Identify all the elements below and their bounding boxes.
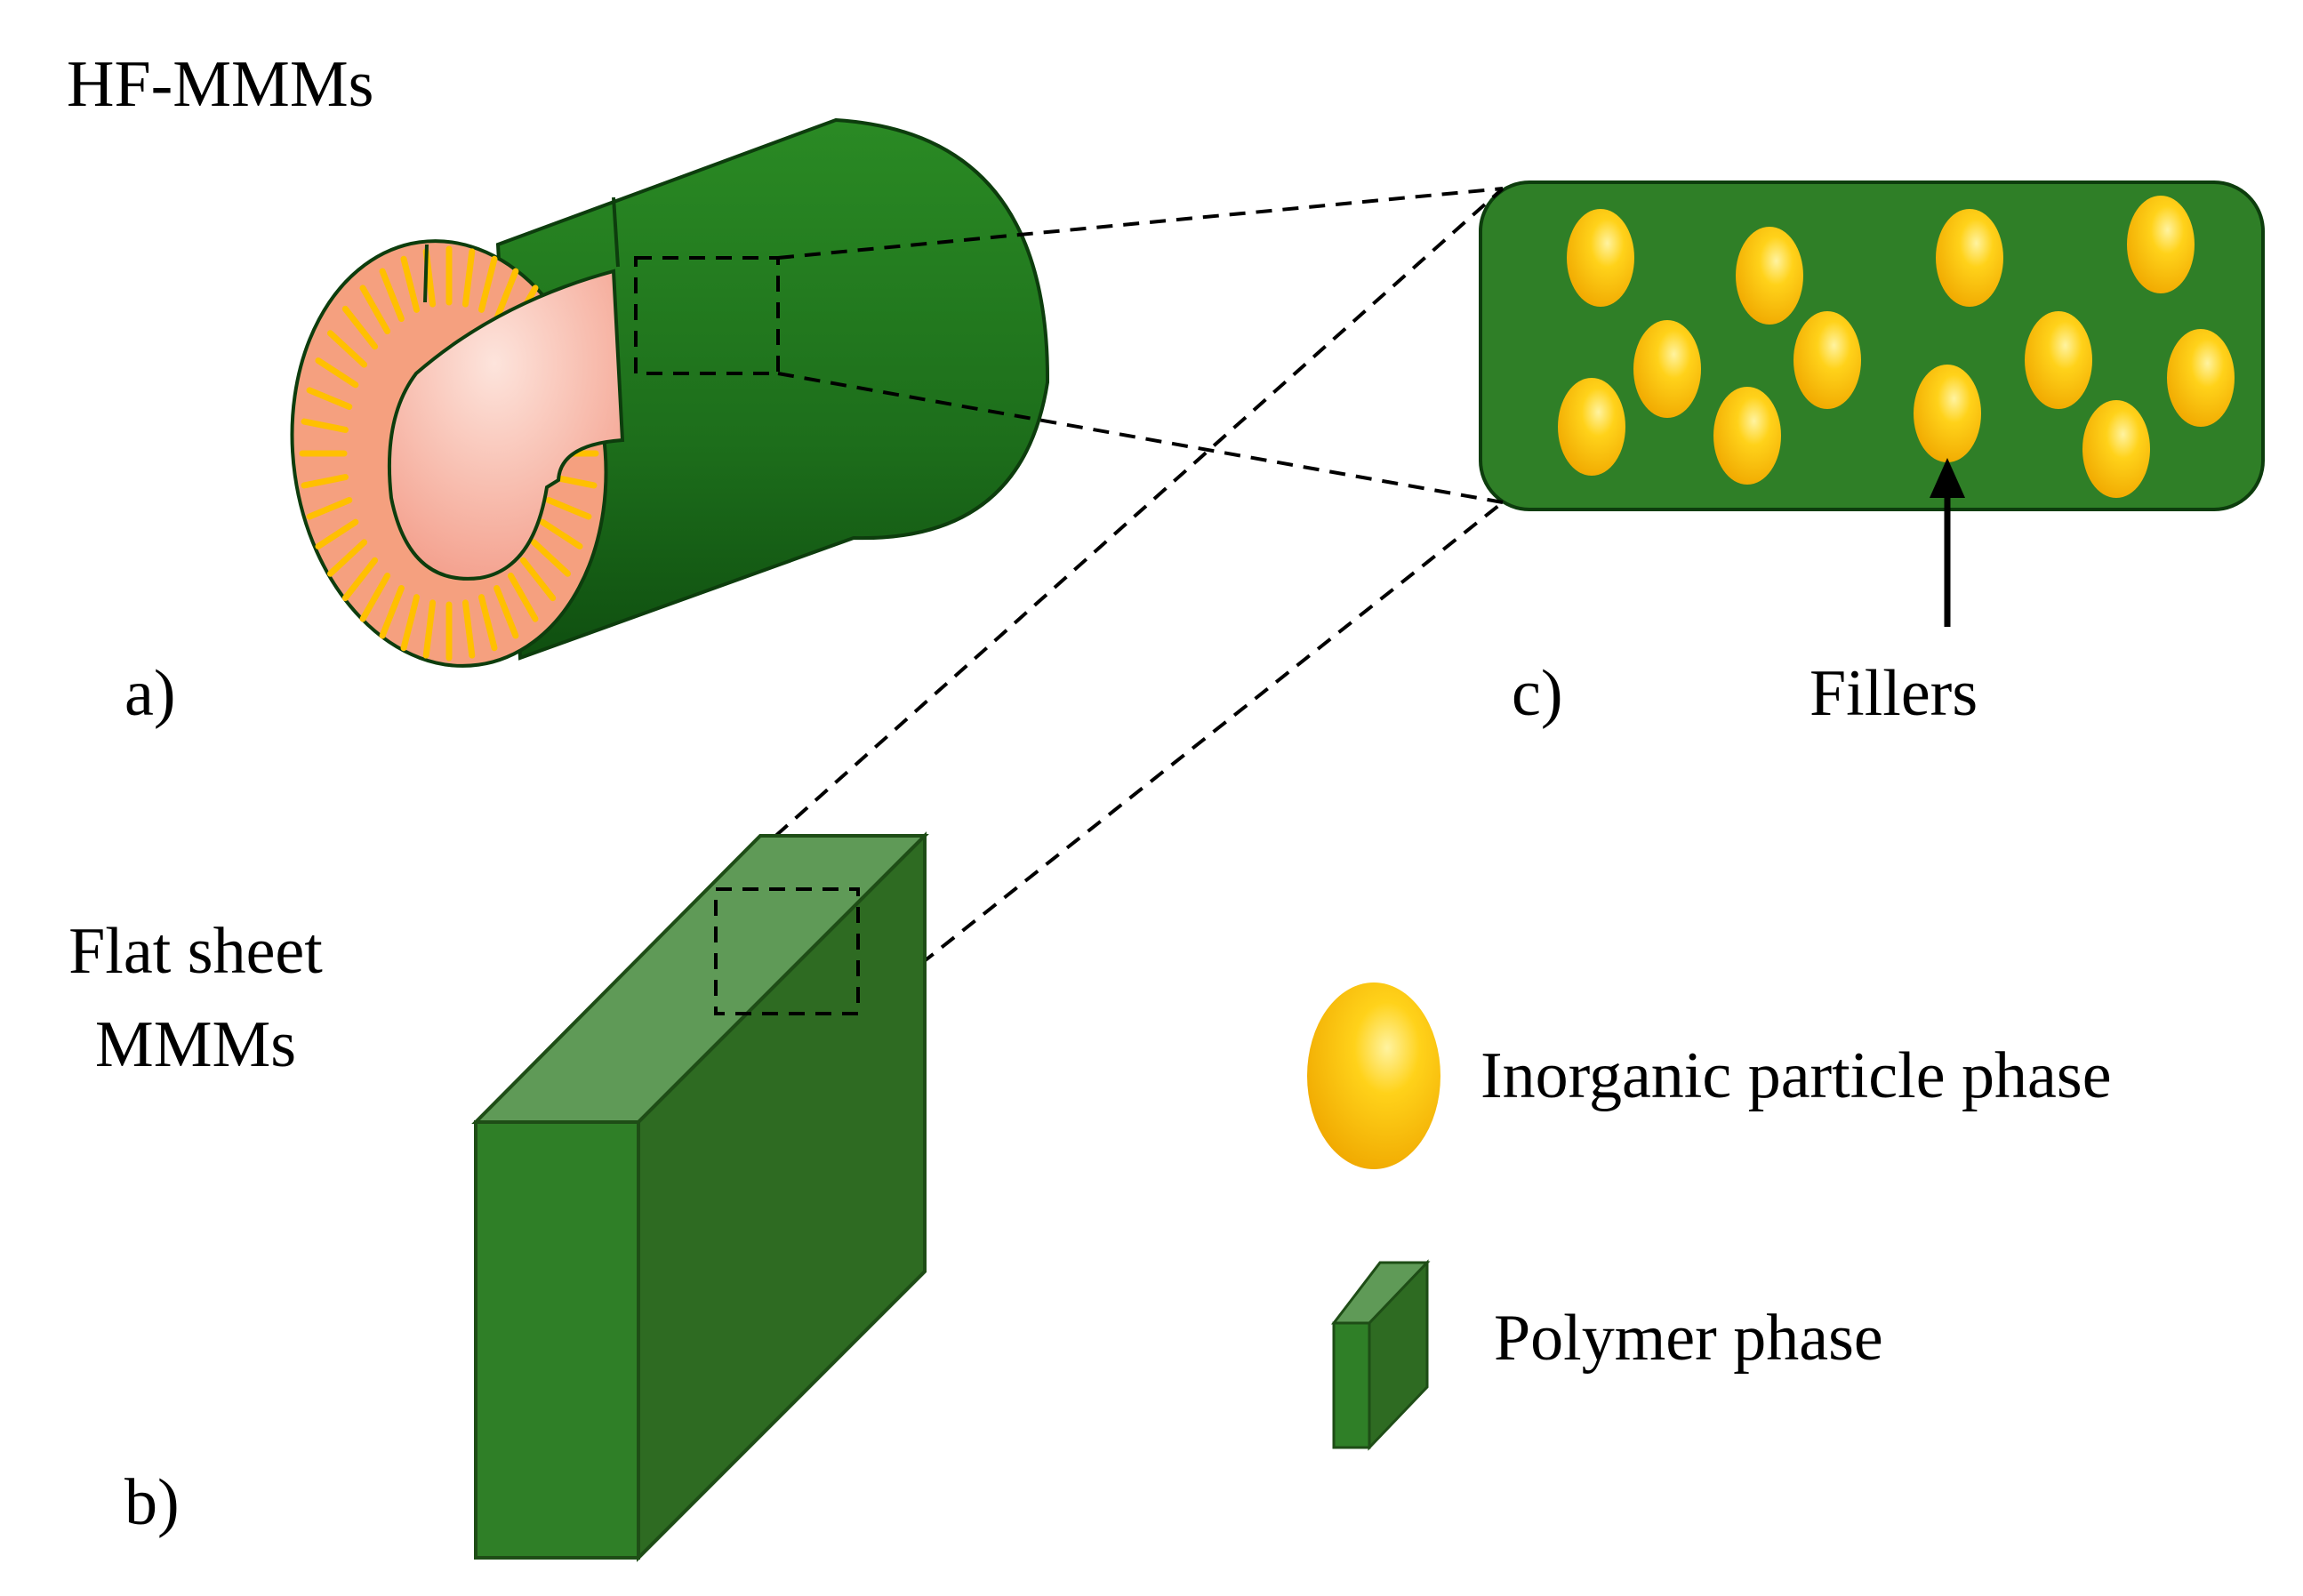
wall-pore xyxy=(477,255,498,313)
panel-a-label: a) xyxy=(124,657,176,730)
hf-mmms-title: HF-MMMs xyxy=(67,48,374,121)
sheet-front-face xyxy=(474,1120,640,1560)
wall-pore xyxy=(327,330,368,368)
wall-pore xyxy=(539,518,583,549)
filler-particle xyxy=(1914,365,1981,462)
filler-particle xyxy=(1713,387,1781,485)
panel-c-label: c) xyxy=(1512,657,1563,730)
wall-pore xyxy=(379,584,405,639)
filler-particle xyxy=(2167,329,2235,427)
wall-pore xyxy=(400,255,421,313)
fillers-label: Fillers xyxy=(1810,657,1978,730)
filler-particle xyxy=(1936,209,2003,307)
filler-particle xyxy=(2082,400,2150,498)
panel-b-label: b) xyxy=(124,1466,180,1539)
wall-pore xyxy=(306,497,353,520)
wall-pore xyxy=(315,357,359,389)
wall-pore xyxy=(301,474,349,489)
fillers-arrow-head xyxy=(1930,458,1965,498)
wall-pore xyxy=(306,387,353,410)
wall-pores xyxy=(299,245,599,662)
wall-pore xyxy=(359,285,391,334)
wall-pore xyxy=(530,539,571,577)
wall-pore xyxy=(327,539,368,577)
wall-pore xyxy=(315,518,359,549)
legend-polymer-icon xyxy=(1330,1259,1431,1451)
wall-pore xyxy=(341,557,379,602)
projection-lines xyxy=(714,187,1505,1015)
wall-pore xyxy=(461,248,476,308)
wall-pore xyxy=(400,594,421,652)
wall-pore xyxy=(461,599,476,659)
wall-pore xyxy=(422,599,437,659)
filler-particle xyxy=(1736,227,1803,325)
filler-particles xyxy=(1558,196,2235,498)
wall-pore xyxy=(494,584,519,639)
filler-particle xyxy=(1793,311,1861,409)
flat-sheet-label-line1: Flat sheet xyxy=(68,915,323,988)
filler-particle xyxy=(1567,209,1634,307)
legend-inorganic-label: Inorganic particle phase xyxy=(1480,1039,2112,1112)
filler-particle xyxy=(1558,378,1625,476)
legend-polymer-label: Polymer phase xyxy=(1494,1302,1883,1375)
filler-particle xyxy=(2025,311,2092,409)
wall-pore xyxy=(519,557,557,602)
wall-pore xyxy=(379,268,405,323)
legend-particle-icon xyxy=(1307,982,1440,1169)
flat-sheet-label-line2: MMMs xyxy=(94,1008,297,1081)
wall-pore xyxy=(477,594,498,652)
hollow-fiber-membrane xyxy=(290,117,1050,668)
wall-pore xyxy=(545,497,592,520)
wall-pore xyxy=(359,573,391,622)
filler-particle xyxy=(1633,320,1701,418)
hf-zoom-box xyxy=(634,256,780,375)
wall-pore xyxy=(507,573,539,622)
wall-pore xyxy=(341,305,379,350)
tube-body xyxy=(495,117,1050,661)
filler-particle xyxy=(2127,196,2195,293)
zoom-panel xyxy=(1479,180,2265,627)
tube-lumen xyxy=(387,269,625,581)
wall-pore xyxy=(301,418,349,433)
legend xyxy=(1307,982,1440,1451)
wall-pore xyxy=(494,268,519,323)
flat-sheet-membrane xyxy=(471,831,929,1562)
